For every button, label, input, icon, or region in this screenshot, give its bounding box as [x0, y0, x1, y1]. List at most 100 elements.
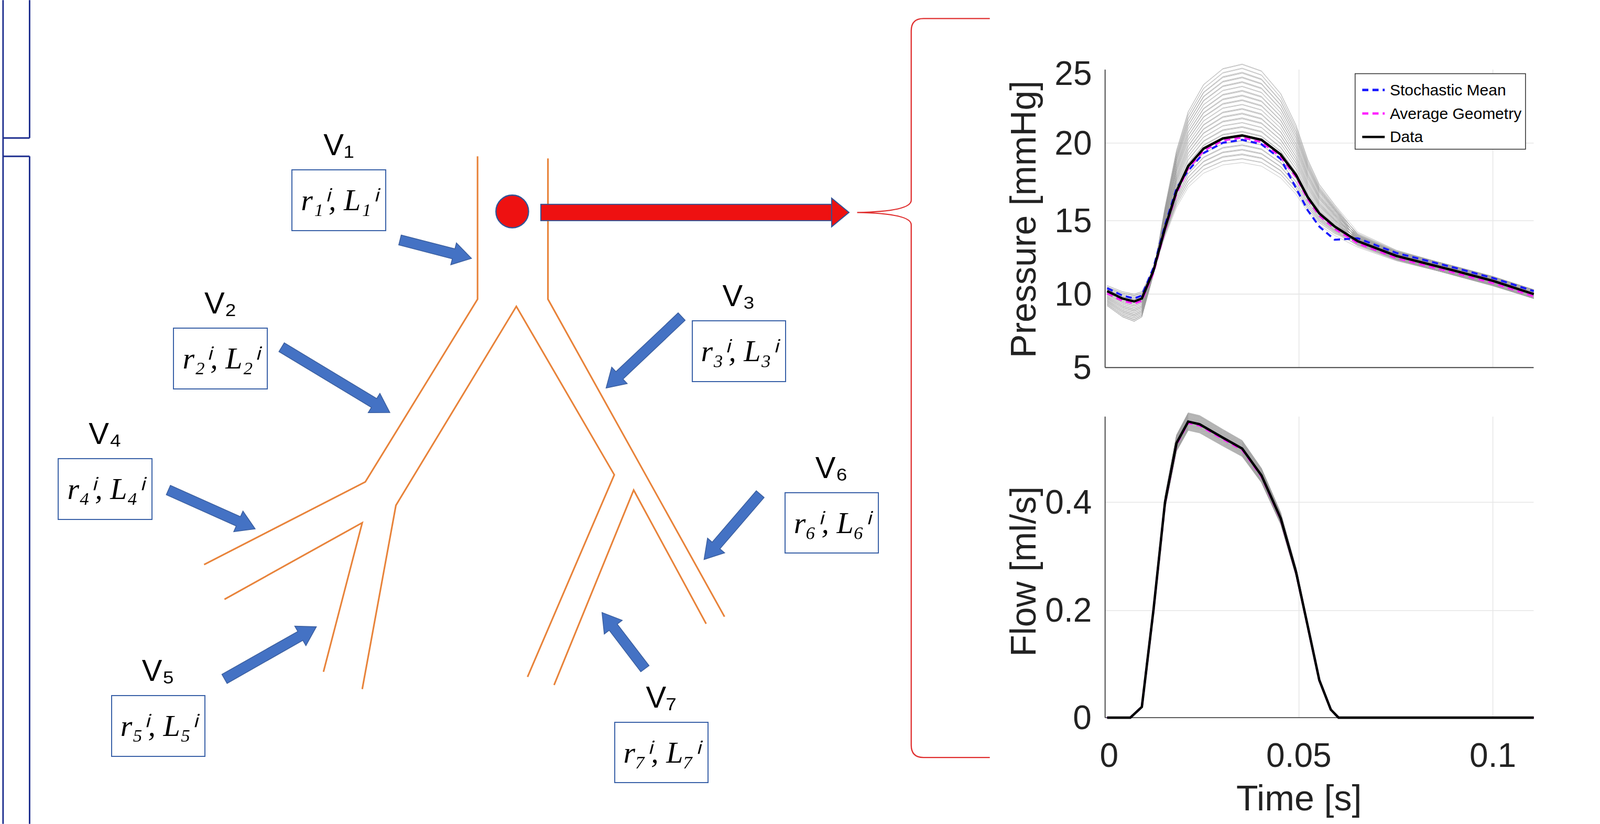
- vessel-node: V₇ r₇ⁱ, L₇ⁱ: [614, 681, 709, 784]
- parameter-box: r₇ⁱ, L₇ⁱ: [614, 721, 709, 784]
- probe: [495, 194, 850, 228]
- vessel-node: V₁ r₁ⁱ, L₁ⁱ: [291, 129, 386, 232]
- tick-label: 0.2: [1045, 591, 1092, 629]
- sample-curve: [1107, 415, 1534, 718]
- pointer-arrow: [398, 235, 472, 265]
- sample-curve: [1107, 421, 1534, 718]
- vessel-node: V₄ r₄ⁱ, L₄ⁱ: [57, 418, 152, 520]
- parameter-box: r₁ⁱ, L₁ⁱ: [291, 169, 386, 232]
- curves: [1107, 63, 1534, 718]
- sample-curve: [1107, 420, 1534, 718]
- legend-sample: [1362, 135, 1385, 139]
- tick-label: 0: [1099, 736, 1119, 774]
- axis-title: Pressure [mmHg]: [1004, 80, 1044, 358]
- sample-curve: [1107, 78, 1534, 317]
- sample-curve: [1107, 63, 1534, 322]
- bracket: [857, 18, 990, 758]
- legend-samples: [1362, 90, 1385, 138]
- tick-label: 20: [1054, 124, 1092, 162]
- sample-curve: [1107, 419, 1534, 718]
- sample-curve: [1107, 68, 1534, 322]
- mean-curve: [1107, 421, 1534, 718]
- vessel-name: V₄: [88, 418, 122, 449]
- tick-label: 0.4: [1045, 483, 1092, 521]
- pressure-axes: [1105, 69, 1534, 368]
- sample-curve: [1107, 415, 1534, 718]
- vessel-name: V₆: [815, 452, 848, 483]
- pointer-arrow: [703, 490, 764, 560]
- parameter-box: r₂ⁱ, L₂ⁱ: [172, 327, 268, 390]
- vessel-name: V₃: [722, 280, 756, 311]
- sample-curve: [1107, 126, 1534, 304]
- sample-curve: [1107, 413, 1534, 718]
- parameter-box: r₅ⁱ, L₅ⁱ: [111, 694, 206, 757]
- sample-curve: [1107, 412, 1534, 718]
- vessel-node: V₂ r₂ⁱ, L₂ⁱ: [172, 287, 268, 390]
- sample-curve: [1107, 414, 1534, 718]
- pointer-arrows: [166, 235, 765, 684]
- vessel-node: V₅ r₅ⁱ, L₅ⁱ: [111, 655, 206, 757]
- data-curve: [1107, 135, 1534, 302]
- pointer-arrow: [166, 485, 255, 532]
- vessel-node: V₆ r₆ⁱ, L₆ⁱ: [784, 452, 879, 554]
- sample-curve: [1107, 72, 1534, 322]
- sample-curve: [1107, 68, 1534, 320]
- legend-text: Average Geometry: [1389, 104, 1522, 123]
- legend-sample: [1362, 112, 1385, 115]
- pointer-arrow: [606, 312, 686, 388]
- vessel-tree: [203, 156, 725, 689]
- sample-curve: [1107, 86, 1534, 315]
- axis-title: Flow [ml/s]: [1003, 486, 1043, 657]
- sample-curve: [1107, 414, 1534, 718]
- axis-title: Time [s]: [1236, 778, 1362, 818]
- tick-label: 0: [1072, 699, 1092, 736]
- legend-sample: [1362, 88, 1385, 92]
- sample-curve: [1107, 421, 1534, 718]
- average-curve: [1107, 137, 1534, 304]
- sample-curve: [1107, 64, 1534, 320]
- frame-lines: [3, 0, 30, 824]
- sample-curve: [1107, 82, 1534, 317]
- sample-curve: [1107, 123, 1534, 305]
- sample-curve: [1107, 414, 1534, 718]
- pointer-arrow: [602, 612, 650, 672]
- pointer-arrow: [278, 342, 390, 413]
- sample-curve: [1107, 415, 1534, 718]
- tick-label: 0.05: [1266, 736, 1332, 774]
- legend-text: Stochastic Mean: [1389, 81, 1507, 99]
- tick-label: 0.1: [1469, 736, 1517, 774]
- flow-axes: [1105, 416, 1534, 718]
- data-curve: [1107, 421, 1534, 718]
- legend-box: [1355, 73, 1526, 150]
- sample-curve: [1107, 414, 1534, 718]
- parameter-box: r₆ⁱ, L₆ⁱ: [784, 492, 879, 554]
- sample-curve: [1107, 72, 1534, 320]
- sample-curve: [1107, 420, 1534, 718]
- vessel-name: V₁: [323, 129, 354, 160]
- sample-curve: [1107, 420, 1534, 718]
- tick-label: 5: [1072, 349, 1092, 386]
- sample-curve: [1107, 73, 1534, 319]
- vessel-name: V₂: [204, 287, 237, 319]
- sample-curve: [1107, 416, 1534, 718]
- pointer-arrow: [221, 625, 317, 683]
- sample-curve: [1107, 413, 1534, 718]
- sample-curve: [1107, 416, 1534, 718]
- vessel-name: V₅: [142, 655, 175, 686]
- sample-curve: [1107, 77, 1534, 319]
- sample-curve: [1107, 420, 1534, 718]
- sample-curve: [1107, 85, 1534, 317]
- sample-curve: [1107, 416, 1534, 718]
- vessel-name: V₇: [645, 681, 677, 713]
- parameter-box: r₃ⁱ, L₃ⁱ: [691, 320, 787, 383]
- parameter-box: r₄ⁱ, L₄ⁱ: [57, 458, 152, 520]
- tick-label: 15: [1054, 202, 1092, 239]
- sample-curve: [1107, 412, 1534, 718]
- sample-curve: [1107, 421, 1534, 718]
- vessel-node: V₃ r₃ⁱ, L₃ⁱ: [691, 280, 787, 383]
- sample-curve: [1107, 81, 1534, 319]
- legend-text: Data: [1389, 127, 1423, 146]
- sample-curve: [1107, 416, 1534, 718]
- tick-label: 10: [1054, 275, 1092, 313]
